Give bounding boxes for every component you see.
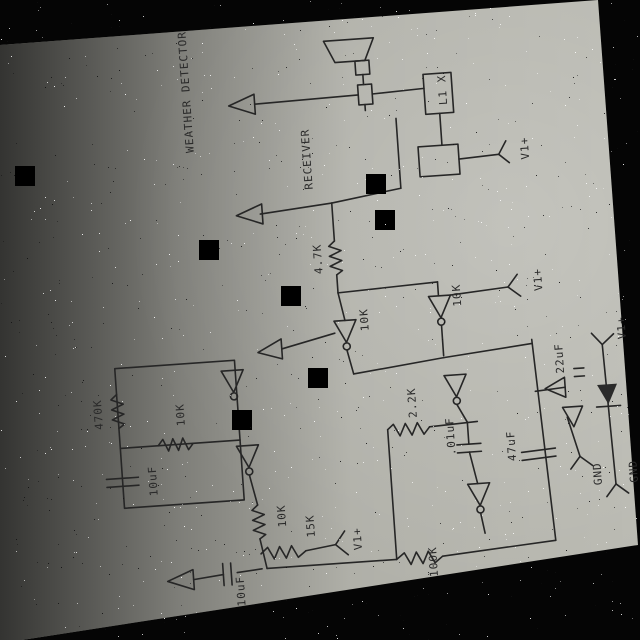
resistor-100k [395,550,444,566]
resistor-15k [260,544,307,560]
label-47uf: 47uF [504,430,519,461]
inverter-e [443,373,467,398]
receiver-label: RECEIVER [298,128,315,190]
ground-arrow-2 [561,405,584,428]
label-470k: 470K [91,399,106,430]
resistor-10k-b [251,504,267,540]
ground-arrow-1 [544,376,567,399]
label-10uf-a: 10uF [146,465,161,496]
inverter-c [220,368,244,394]
resistor-4-7k [327,240,344,276]
label-10k-b: 10K [450,283,465,307]
label-10k-a: 10K [357,308,372,332]
output-arrow-low [257,338,284,360]
label-01uf: .01uF [443,417,459,456]
resistor-10k-c [386,421,431,437]
label-gnd-2: GND [626,459,640,483]
label-10uf-b: 10uF [234,575,249,606]
label-2-2k: 2.2K [405,387,420,418]
resistor-470k [110,393,126,430]
resistor-10k-a [157,437,194,452]
label-vcc-1: V1+ [518,136,533,160]
diode-symbol [597,383,618,405]
label-xfmr: L1 X [435,74,450,105]
inverter-a [427,294,452,319]
label-vcc-2: V1+ [531,268,546,292]
label-10k-c: 10K [173,403,188,427]
redaction-blocks [15,166,395,430]
label-15k: 15K [303,514,318,538]
inverter-f [466,481,491,507]
label-vcc-4: V1+ [614,316,629,340]
label-gnd-1: GND [590,462,605,486]
label-vcc-3: V1+ [350,527,365,551]
inverter-d [235,443,260,469]
circuit-drawing: WEATHER DETECTOR RECEIVER 4.7K 10K 10K 1… [91,31,640,607]
label-22uf: 22uF [552,343,567,374]
label-10k-d: 10K [275,504,290,528]
output-arrow-bottom [166,568,196,591]
output-arrow-mid [235,203,264,225]
oscillator-loop [113,359,246,510]
label-100k: 100K [426,546,441,577]
label-4-7k: 4.7K [311,243,326,274]
output-arrow-top [227,93,257,115]
